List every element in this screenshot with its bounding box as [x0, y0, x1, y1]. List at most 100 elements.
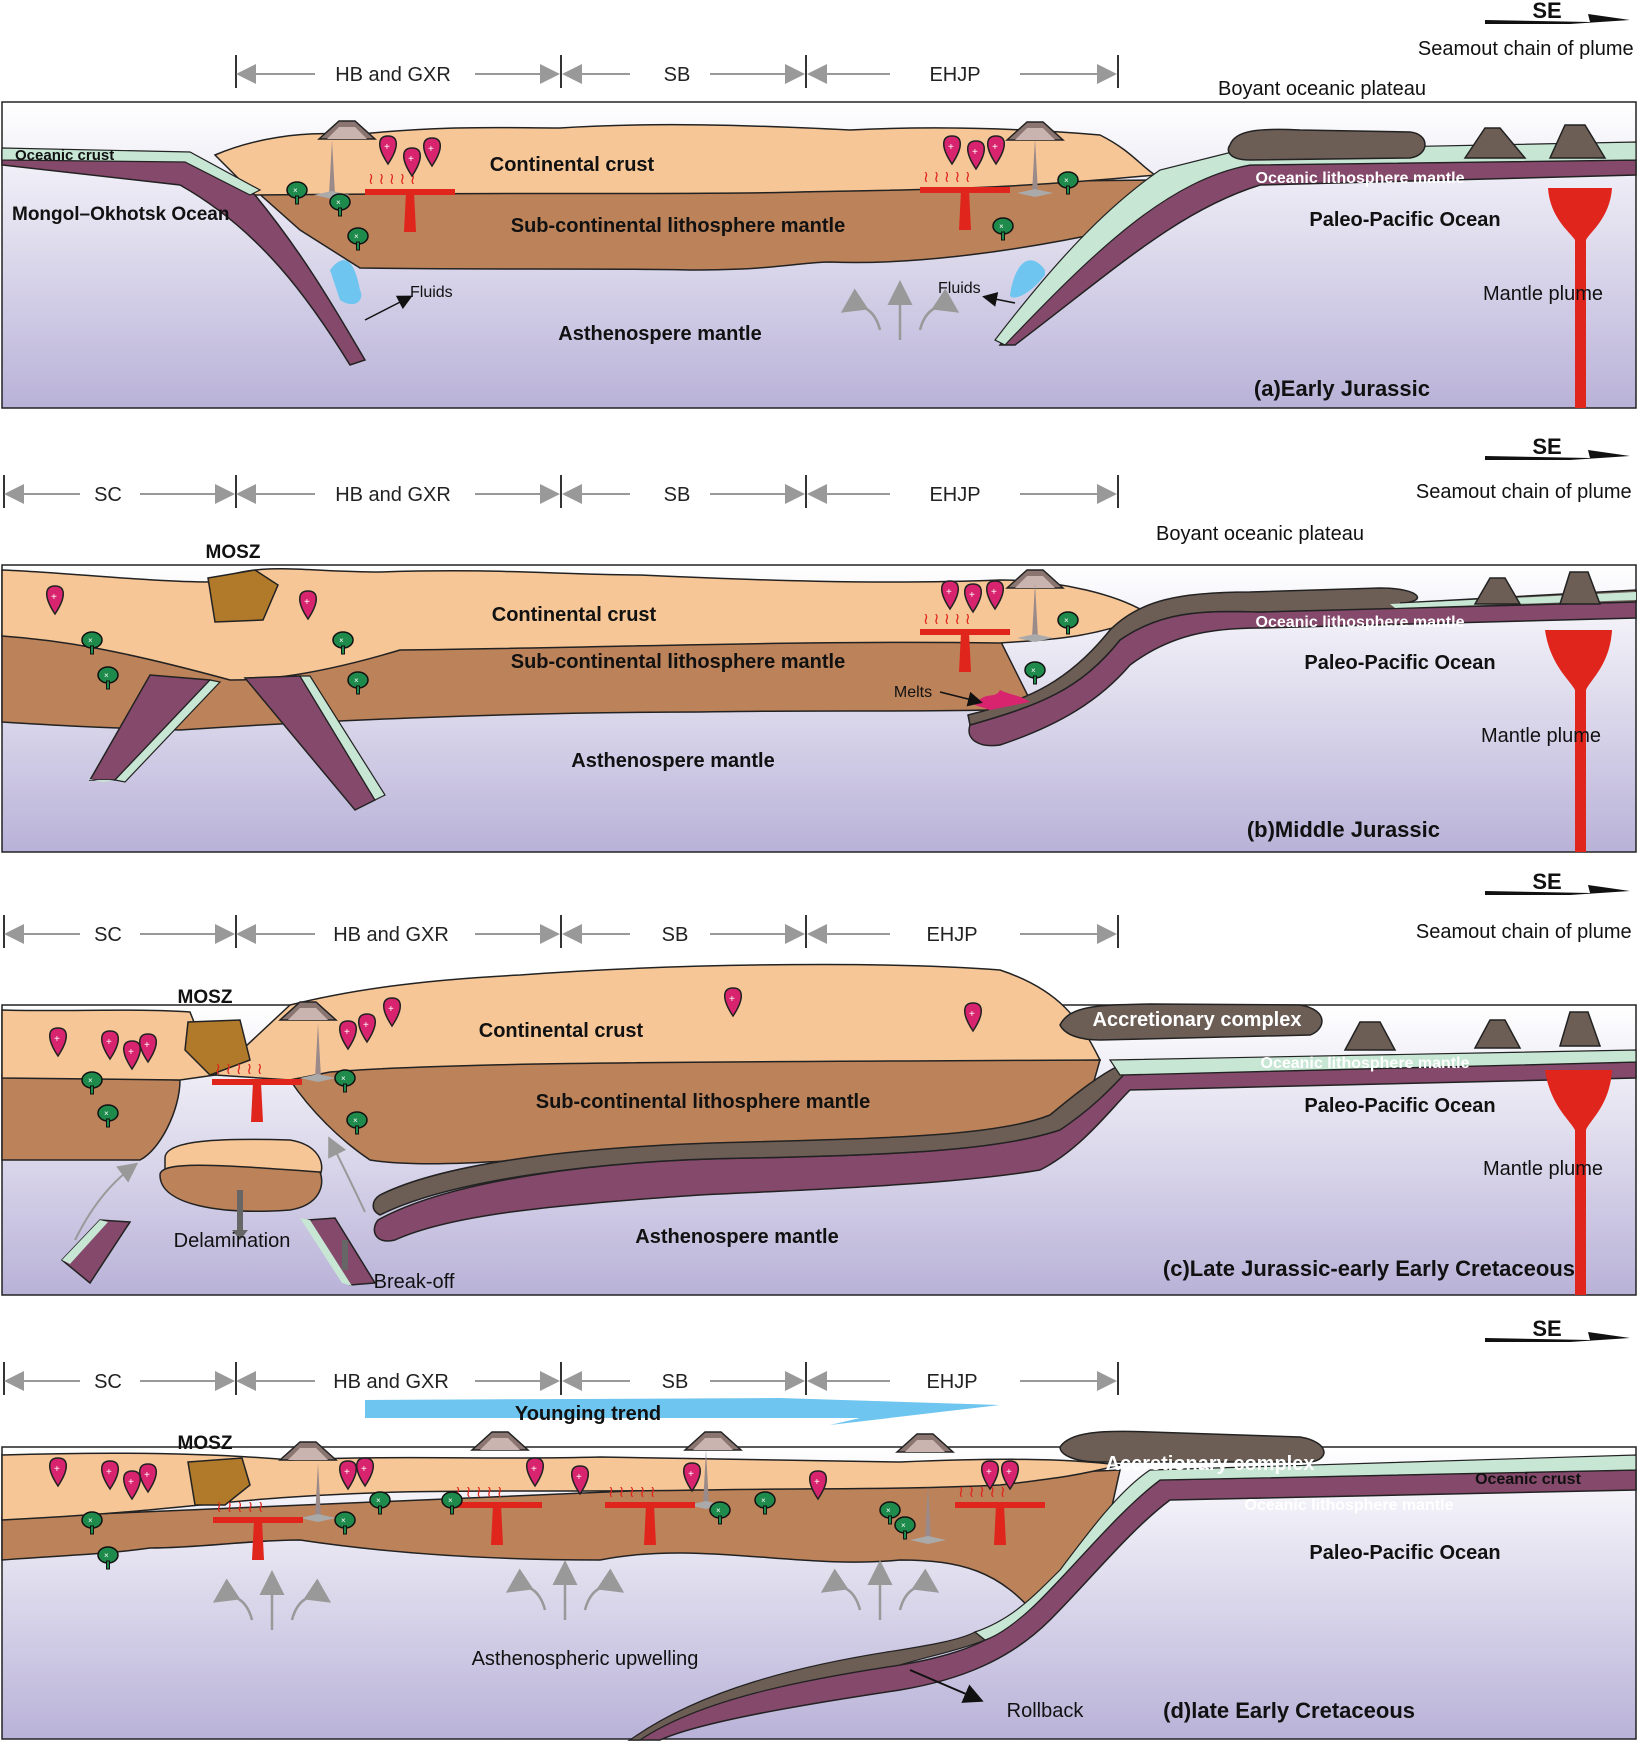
label-olm: Oceanic lithosphere mantle [1256, 170, 1465, 187]
accretionary-complex [1059, 1003, 1323, 1041]
seamount [1473, 1019, 1522, 1049]
melts [975, 690, 1030, 710]
panel-a: HB and GXR SB EHJP SE [1, 0, 1638, 409]
region-label: EHJP [929, 484, 980, 506]
label-olm: Oceanic lithosphere mantle [1256, 614, 1465, 631]
label-mongol-okhotsk-ocean: Mongol–Okhotsk Ocean [12, 204, 229, 225]
label-sclm: Sub-continental lithosphere mantle [511, 651, 845, 673]
label-pacific: Paleo-Pacific Ocean [1304, 652, 1495, 674]
fluids-right [1010, 260, 1045, 298]
se-direction-arrow: SE [1485, 1316, 1630, 1342]
label-mosz: MOSZ [178, 1433, 233, 1454]
mosz [187, 1457, 251, 1506]
label-breakoff: Break-off [374, 1271, 455, 1293]
label-melts: Melts [894, 684, 932, 701]
mantle-plume [1548, 188, 1612, 408]
label-pacific: Paleo-Pacific Ocean [1309, 209, 1500, 231]
label-pacific: Paleo-Pacific Ocean [1309, 1542, 1500, 1564]
svg-text:SE: SE [1532, 869, 1561, 894]
label-olm: Oceanic lithosphere mantle [1245, 1497, 1454, 1514]
region-label: EHJP [926, 924, 977, 946]
oceanic-plateau [967, 587, 1637, 726]
label-accretionary: Accretionary complex [1106, 1453, 1315, 1475]
region-label: HB and GXR [333, 924, 449, 946]
panel-d: SC HB and GXR SB EHJP SE [1, 1316, 1637, 1741]
continental-crust [1, 1452, 1121, 1521]
oceanic-crust-right [994, 141, 1637, 346]
se-direction-arrow: SE [1485, 0, 1630, 24]
label-olm: Oceanic lithosphere mantle [1261, 1055, 1470, 1072]
region-label: HB and GXR [333, 1371, 449, 1393]
svg-text:SE: SE [1532, 1316, 1561, 1341]
label-asthenosphere: Asthenospere mantle [571, 750, 774, 772]
region-label: SB [662, 924, 689, 946]
oceanic-plateau [1227, 128, 1426, 161]
label-seamount: Seamout chain of plume origin [1416, 481, 1638, 503]
region-label: SC [94, 924, 122, 946]
label-seamount: Seamout chain of plume origin [1418, 38, 1638, 60]
region-bar-c: SC HB and GXR SB EHJP [3, 915, 1119, 948]
fluids-left [330, 260, 362, 305]
label-fluids: Fluids [938, 280, 981, 297]
caption-d: (d)late Early Cretaceous [1163, 1698, 1415, 1723]
region-bar-d: SC HB and GXR SB EHJP [3, 1362, 1119, 1395]
caption-a: (a)Early Jurassic [1254, 376, 1430, 401]
region-label: SC [94, 1371, 122, 1393]
region-bar-a: HB and GXR SB EHJP [235, 55, 1119, 88]
label-plume: Mantle plume [1483, 1158, 1603, 1180]
label-sclm: Sub-continental lithosphere mantle [511, 215, 845, 237]
seamount [1558, 1011, 1602, 1047]
label-plateau: Boyant oceanic plateau [1156, 523, 1364, 545]
mantle-plume [1545, 630, 1612, 852]
subducted-plateau [372, 1064, 1132, 1216]
volcano-icon [896, 1433, 954, 1453]
label-accretionary: Accretionary complex [1093, 1009, 1302, 1031]
label-oceanic-crust: Oceanic crust [15, 147, 114, 164]
panel-b: SC HB and GXR SB EHJP SE [1, 434, 1638, 853]
accretionary-complex [1059, 1430, 1325, 1463]
svg-text:SE: SE [1532, 0, 1561, 23]
delaminated-block [159, 1164, 323, 1212]
region-label: SB [662, 1371, 689, 1393]
svg-text:SE: SE [1532, 434, 1561, 459]
continental-crust [1, 568, 1152, 681]
label-sclm: Sub-continental lithosphere mantle [536, 1091, 870, 1113]
label-asthenosphere: Asthenospere mantle [558, 323, 761, 345]
mantle-plume [1545, 1070, 1612, 1295]
label-fluids: Fluids [410, 284, 453, 301]
volcano-icon [471, 1431, 529, 1451]
region-label: HB and GXR [335, 484, 451, 506]
label-upwelling: Asthenospheric upwelling [472, 1648, 699, 1670]
label-continental-crust: Continental crust [492, 604, 657, 626]
region-label: SB [664, 64, 691, 86]
label-asthenosphere: Asthenospere mantle [635, 1226, 838, 1248]
caption-b: (b)Middle Jurassic [1247, 817, 1440, 842]
label-delamination: Delamination [174, 1230, 291, 1252]
younging-trend-arrow [365, 1398, 1000, 1425]
se-direction-arrow: SE [1485, 434, 1630, 460]
sclm [1, 1074, 181, 1161]
subducting-slab-left [1, 149, 367, 366]
se-direction-arrow: SE [1485, 869, 1630, 895]
label-plume: Mantle plume [1481, 725, 1601, 747]
mosz [207, 569, 279, 623]
label-seamount: Seamout chain of plume origin [1416, 921, 1638, 943]
label-continental-crust: Continental crust [490, 154, 655, 176]
label-pacific: Paleo-Pacific Ocean [1304, 1095, 1495, 1117]
label-mosz: MOSZ [206, 542, 261, 563]
sclm [253, 179, 1152, 271]
label-continental-crust: Continental crust [479, 1020, 644, 1042]
seamount [1473, 577, 1522, 605]
region-bar-b: SC HB and GXR SB EHJP [3, 475, 1119, 508]
oceanic-crust [973, 1454, 1637, 1641]
oceanic-crust-right [1108, 1049, 1637, 1076]
label-plume: Mantle plume [1483, 283, 1603, 305]
label-mosz: MOSZ [178, 987, 233, 1008]
volcano-icon [684, 1431, 742, 1451]
region-label: HB and GXR [335, 64, 451, 86]
region-label: EHJP [926, 1371, 977, 1393]
region-label: SB [664, 484, 691, 506]
panel-c: SC HB and GXR SB EHJP SE [1, 869, 1638, 1296]
seamount [1463, 127, 1527, 159]
